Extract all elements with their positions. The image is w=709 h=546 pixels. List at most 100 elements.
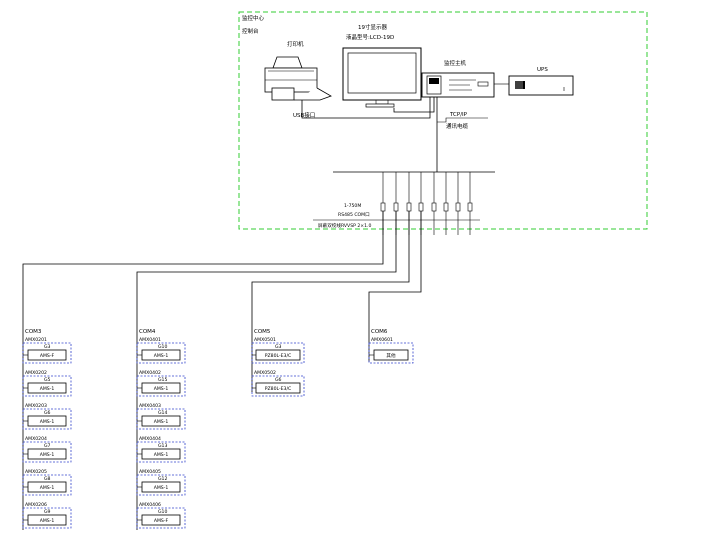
meter-model: AMS-1 bbox=[40, 386, 55, 392]
meter-model: PZ80L-E3/C bbox=[265, 386, 291, 392]
meter-model: PZ80L-E3/C bbox=[265, 353, 291, 359]
module-device-id: G9 bbox=[44, 509, 51, 515]
network-tap bbox=[437, 117, 488, 123]
module-device-id: G15 bbox=[158, 377, 167, 383]
com5-route bbox=[251, 211, 410, 392]
module-enclosure bbox=[22, 474, 72, 496]
module-address: AMX0401 bbox=[139, 337, 161, 343]
field-module: AMX0601 其他 bbox=[368, 337, 414, 364]
module-device-id: G3 bbox=[44, 344, 51, 350]
breaker-label: 1-750M bbox=[344, 203, 361, 209]
com-label: COM6 bbox=[371, 329, 388, 335]
room-subtitle: 控制台 bbox=[242, 27, 259, 35]
module-enclosure bbox=[22, 342, 72, 364]
module-enclosure bbox=[22, 507, 72, 529]
module-address: AMX0201 bbox=[25, 337, 47, 343]
module-address: AMX0402 bbox=[139, 370, 161, 376]
com-group-5: COM5AMX0501G3PZ80L-E3/CAMX0502G6PZ80L-E3… bbox=[251, 329, 305, 397]
meter-model: AMS-1 bbox=[40, 485, 55, 491]
converter-drop bbox=[467, 172, 473, 235]
module-address: AMX0601 bbox=[371, 337, 393, 343]
meter-model: AMS-1 bbox=[154, 419, 169, 425]
module-address: AMX0203 bbox=[25, 403, 47, 409]
module-enclosure bbox=[22, 408, 72, 430]
module-address: AMX0502 bbox=[254, 370, 276, 376]
module-address: AMX0404 bbox=[139, 436, 161, 442]
converter-drop bbox=[443, 172, 449, 235]
module-address: AMX0501 bbox=[254, 337, 276, 343]
com6-route bbox=[368, 211, 422, 362]
com-group-4: COM4AMX0401G10AMS-1AMX0402G15AMS-1AMX040… bbox=[136, 329, 186, 529]
module-address: AMX0403 bbox=[139, 403, 161, 409]
module-address: AMX0406 bbox=[139, 502, 161, 508]
com4-route bbox=[136, 211, 397, 530]
module-enclosure bbox=[136, 342, 186, 364]
module-enclosure bbox=[251, 342, 305, 364]
com-label: COM3 bbox=[25, 329, 42, 335]
meter-model: 其他 bbox=[386, 352, 396, 359]
module-device-id: G13 bbox=[158, 443, 167, 449]
cable-label: 屏蔽双绞线RVVSP 2×1.0 bbox=[318, 222, 371, 229]
meter-model: AMS-1 bbox=[40, 452, 55, 458]
com-label: COM4 bbox=[139, 329, 156, 335]
printer-label: 打印机 bbox=[287, 40, 304, 48]
module-enclosure bbox=[136, 375, 186, 397]
module-device-id: G14 bbox=[158, 410, 167, 416]
converter-drop bbox=[455, 172, 461, 235]
module-device-id: G10 bbox=[158, 509, 167, 515]
meter-model: AMS-1 bbox=[40, 419, 55, 425]
converter-drop bbox=[431, 172, 437, 235]
module-device-id: G3 bbox=[275, 344, 282, 350]
monitor-title: 19寸显示器 bbox=[358, 23, 387, 31]
module-address: AMX0202 bbox=[25, 370, 47, 376]
meter-model: AMS-1 bbox=[154, 353, 169, 359]
host-label: 监控主机 bbox=[444, 59, 467, 67]
meter-model: AMS-1 bbox=[154, 485, 169, 491]
ups-label: UPS bbox=[537, 67, 548, 73]
monitor-icon bbox=[342, 47, 422, 108]
meter-model: AMS-1 bbox=[154, 386, 169, 392]
meter-model: AMS-F bbox=[154, 518, 169, 524]
module-enclosure bbox=[22, 375, 72, 397]
host-computer-icon bbox=[421, 72, 495, 98]
monitor-model: 液晶型号:LCD-19D bbox=[346, 33, 394, 41]
com3-route bbox=[22, 211, 384, 530]
module-address: AMX0405 bbox=[139, 469, 161, 475]
module-device-id: G6 bbox=[275, 377, 282, 383]
monitor-host-cable bbox=[393, 97, 435, 113]
module-device-id: G6 bbox=[44, 410, 51, 416]
field-module-groups: COM3AMX0201G3AMS-FAMX0202G5AMS-1AMX0203G… bbox=[22, 329, 414, 529]
printer-host-cable bbox=[301, 97, 431, 119]
module-enclosure bbox=[136, 474, 186, 496]
module-enclosure bbox=[251, 375, 305, 397]
module-device-id: G8 bbox=[44, 476, 51, 482]
rs485-label: RS485 COM口 bbox=[338, 212, 370, 218]
module-enclosure bbox=[136, 441, 186, 463]
ups-icon bbox=[508, 75, 574, 96]
monitoring-room-boundary bbox=[238, 11, 648, 230]
network-label-1: TCP/IP bbox=[449, 112, 468, 118]
module-device-id: G5 bbox=[44, 377, 51, 383]
module-device-id: G10 bbox=[158, 344, 167, 350]
usb-label: USB接口 bbox=[293, 111, 315, 119]
module-enclosure bbox=[136, 507, 186, 529]
room-title: 监控中心 bbox=[242, 14, 265, 22]
com-label: COM5 bbox=[254, 329, 271, 335]
printer-icon bbox=[264, 56, 332, 101]
module-address: AMX0204 bbox=[25, 436, 47, 442]
module-device-id: G12 bbox=[158, 476, 167, 482]
